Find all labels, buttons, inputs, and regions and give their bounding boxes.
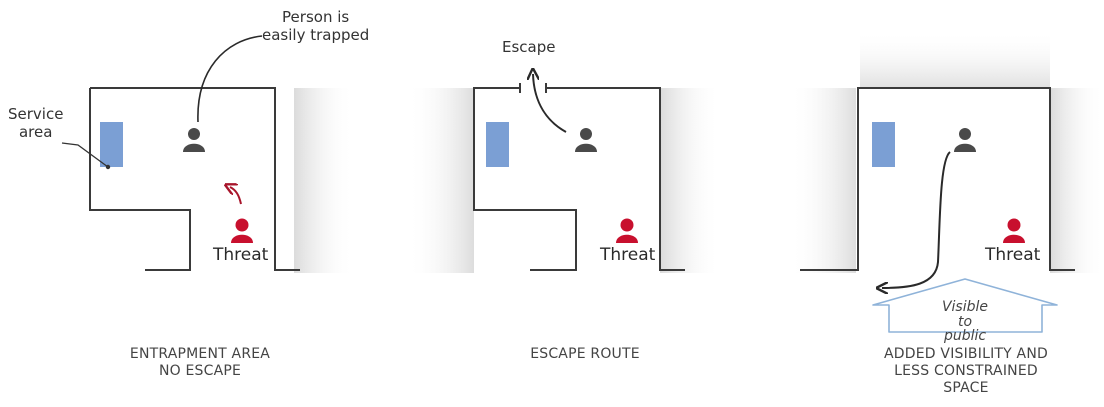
service-area-leader-dot — [105, 164, 111, 170]
panel1-threat-person-icon — [231, 218, 253, 243]
panel3-shading — [790, 30, 1104, 273]
panel1-caption: ENTRAPMENT AREA NO ESCAPE — [129, 346, 271, 379]
panel3-caption: ADDED VISIBILITY AND LESS CONSTRAINED SP… — [884, 346, 1048, 396]
panel2-escape-arrow — [533, 74, 567, 133]
service-area-leader — [61, 142, 109, 168]
panel1-walls — [89, 87, 300, 271]
panel2-threat-label: Threat — [600, 245, 656, 265]
person-trapped-label: Person is easily trapped — [262, 8, 370, 44]
panel2-walls — [473, 83, 685, 271]
panel3-threat-label: Threat — [985, 245, 1041, 265]
panel1-service-area-box — [100, 122, 123, 167]
panel3-person-icon — [954, 128, 976, 152]
panel2-caption: ESCAPE ROUTE — [530, 346, 640, 362]
panel2-threat-person-icon — [616, 218, 638, 243]
panel2-service-area-box — [486, 122, 509, 167]
visible-to-public-label: Visible to public — [941, 299, 989, 345]
panel3-service-area-box — [872, 122, 895, 167]
panel3-threat-person-icon — [1003, 218, 1025, 243]
panel3-exit-path-arrow — [882, 151, 951, 288]
person-trapped-leader — [197, 35, 263, 123]
panel2-person-icon — [575, 128, 597, 152]
panel3-walls — [800, 87, 1075, 271]
panel1-person-icon — [183, 128, 205, 152]
panel1-threat-label: Threat — [213, 245, 269, 265]
service-area-label: Service area — [8, 105, 64, 141]
panel1-threat-approach-arrow — [230, 187, 242, 205]
panel1-shading — [294, 88, 354, 273]
visible-to-public-shape — [872, 278, 1058, 333]
escape-label: Escape — [502, 38, 556, 56]
panel2-shading — [408, 88, 720, 273]
